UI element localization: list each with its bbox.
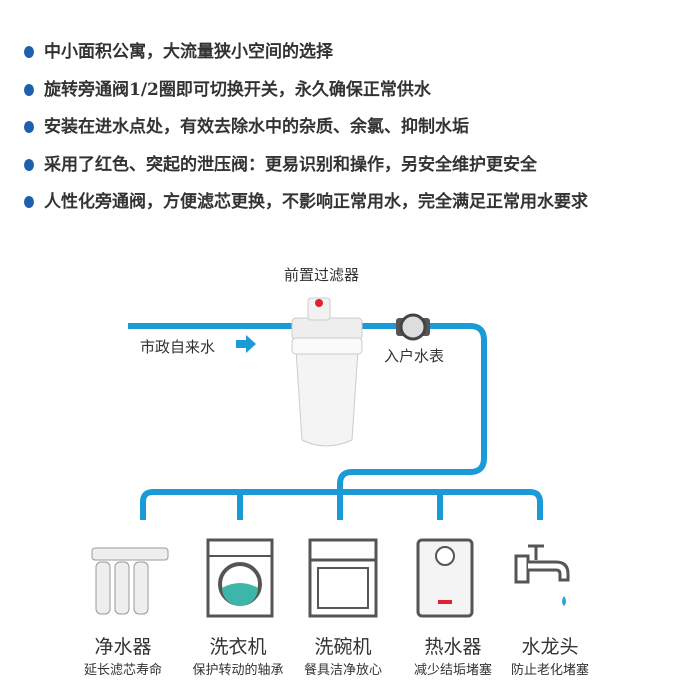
appliance-desc: 餐具洁净放心 [303,663,382,678]
feature-text: 人性化旁通阀，方便滤芯更换，不影响正常用水，完全满足正常用水要求 [44,192,588,212]
flow-arrow-icon [236,335,256,353]
bullet-icon [24,46,34,58]
water-purifier-icon [91,547,169,615]
appliance-name: 洗碗机 [314,636,372,658]
feature-text: 中小面积公寓，大流量狭小空间的选择 [44,42,333,62]
filter-label: 前置过滤器 [284,266,360,284]
feature-item: 采用了红色、突起的泄压阀：更易识别和操作，另安全维护更安全 [24,150,537,175]
pipes [128,323,543,520]
water-meter-icon [396,313,430,341]
meter-label: 入户水表 [384,347,445,365]
appliance-desc: 防止老化堵塞 [510,663,589,678]
appliance-name: 水龙头 [521,636,579,658]
appliance-desc: 减少结垢堵塞 [413,663,492,678]
main-pipe [128,323,487,492]
appliance-desc: 保护转动的轴承 [192,663,284,678]
appliance-name: 净水器 [94,636,152,658]
feature-item: 中小面积公寓，大流量狭小空间的选择 [24,37,333,62]
appliance-name: 热水器 [424,636,482,658]
feature-item: 人性化旁通阀，方便滤芯更换，不影响正常用水，完全满足正常用水要求 [24,187,588,212]
appliance-desc: 延长滤芯寿命 [83,663,162,678]
feature-text: 安装在进水点处，有效去除水中的杂质、余氯、抑制水垢 [44,117,469,137]
dishwasher-icon [308,538,378,618]
feature-item: 安装在进水点处，有效去除水中的杂质、余氯、抑制水垢 [24,112,469,137]
bullet-icon [24,121,34,133]
faucet-icon [514,544,570,606]
feature-text: 采用了红色、突起的泄压阀：更易识别和操作，另安全维护更安全 [44,155,537,175]
water-heater-icon [416,538,474,618]
inlet-label: 市政自来水 [140,338,216,356]
bullet-icon [24,84,34,96]
bullet-icon [24,196,34,208]
feature-item: 旋转旁通阀1/2圈即可切换开关，永久确保正常供水 [24,75,431,100]
bullet-icon [24,159,34,171]
washing-machine-icon [206,538,274,618]
branch-pipes [237,492,443,520]
pre-filter-icon [291,297,363,447]
feature-text: 旋转旁通阀1/2圈即可切换开关，永久确保正常供水 [44,80,431,100]
appliance-name: 洗衣机 [209,636,267,658]
